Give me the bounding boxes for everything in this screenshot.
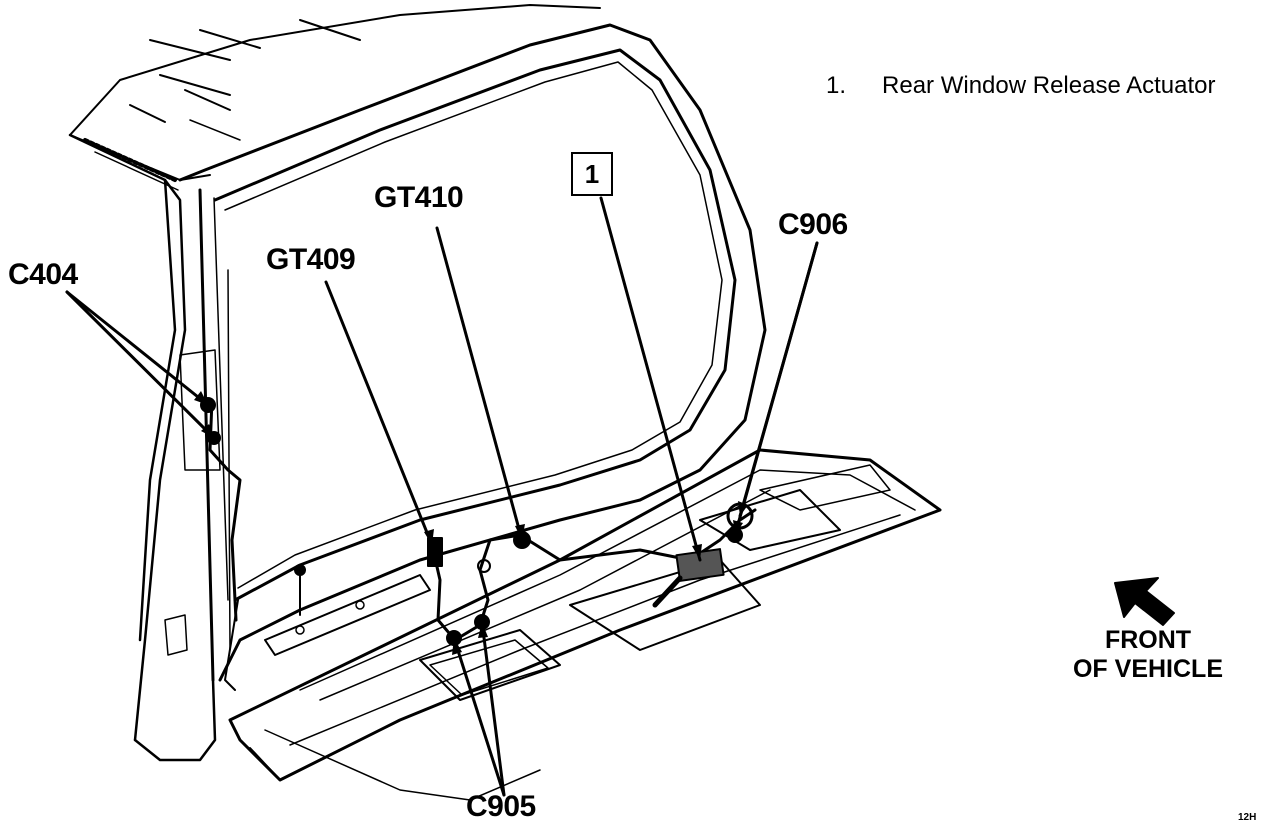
item-1-callout-box: 1 bbox=[571, 152, 613, 196]
callout-c905: C905 bbox=[466, 790, 536, 823]
leader-arrowheads bbox=[194, 391, 748, 655]
connectors bbox=[200, 397, 754, 646]
figure-code: 12H bbox=[1238, 812, 1257, 823]
left-quarter-panel bbox=[68, 133, 221, 762]
wiring-harness bbox=[208, 398, 757, 642]
window-frame bbox=[178, 23, 767, 691]
legend-text: Rear Window Release Actuator bbox=[882, 72, 1216, 99]
callout-c404: C404 bbox=[8, 258, 78, 291]
cargo-floor bbox=[228, 448, 942, 801]
front-label-line2: OF VEHICLE bbox=[1072, 655, 1223, 683]
leader-lines bbox=[65, 196, 819, 797]
callout-c906: C906 bbox=[778, 208, 848, 241]
front-of-vehicle-label: FRONT OF VEHICLE bbox=[1062, 626, 1234, 684]
legend: 1. Rear Window Release Actuator bbox=[826, 72, 1216, 100]
release-actuator bbox=[652, 548, 725, 608]
front-direction-arrow-icon bbox=[1114, 577, 1175, 626]
front-label-line1: FRONT bbox=[1104, 626, 1192, 654]
callout-gt409: GT409 bbox=[266, 243, 356, 276]
legend-number: 1. bbox=[826, 72, 847, 99]
callout-gt410: GT410 bbox=[374, 181, 464, 214]
roof-panel bbox=[69, 4, 601, 191]
